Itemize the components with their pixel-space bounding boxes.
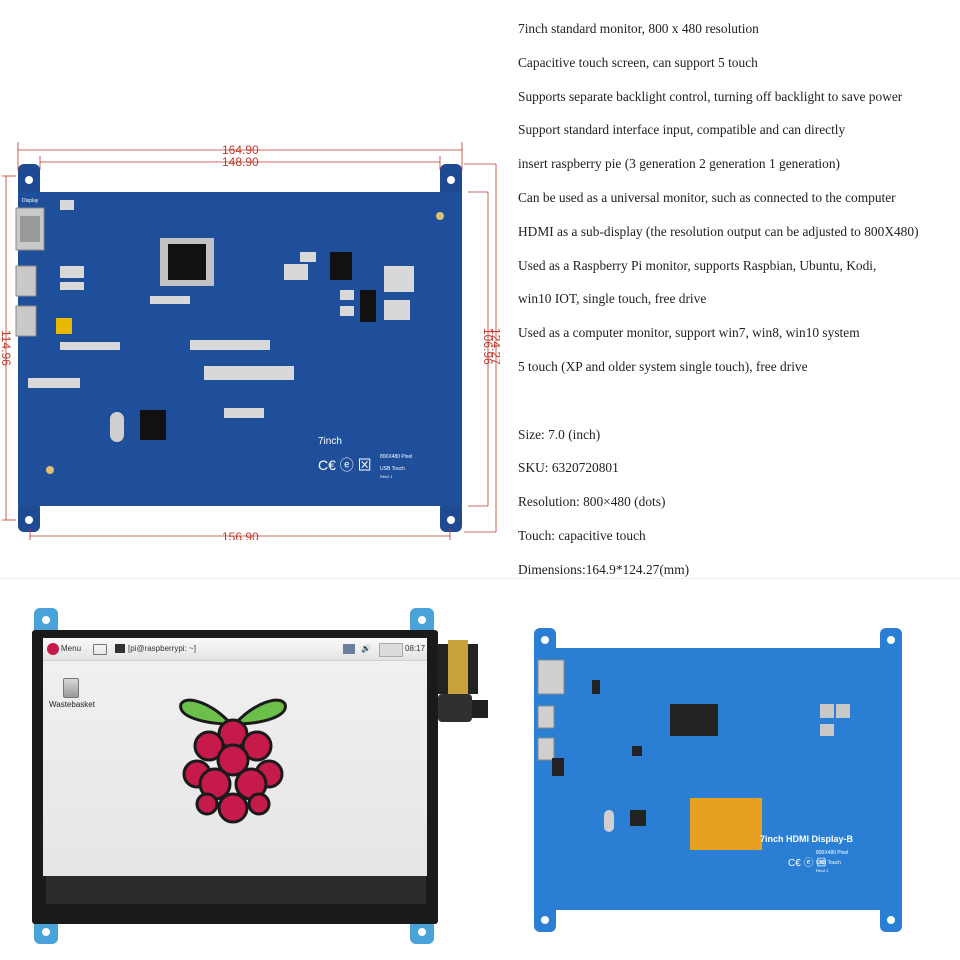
spec-detail: Size: 7.0 (inch) bbox=[518, 426, 601, 442]
board2-title: 7inch HDMI Display-B bbox=[760, 834, 854, 844]
board2-pixel-label: 800X480 Pixel bbox=[816, 850, 848, 856]
taskbar: Menu [pi@raspberrypi: ~] 🔊 08:17 bbox=[43, 638, 427, 661]
terminal-task[interactable]: [pi@raspberrypi: ~] bbox=[128, 644, 196, 653]
dim-bottom: 156.90 bbox=[222, 530, 259, 540]
volume-icon[interactable]: 🔊 bbox=[361, 644, 371, 653]
dim-top-outer: 164.90 bbox=[222, 143, 259, 157]
keyboard-icon[interactable] bbox=[93, 644, 107, 655]
wastebasket-icon[interactable] bbox=[63, 678, 79, 698]
dim-right-outer: 124.27 bbox=[489, 328, 500, 365]
spec-feature: insert raspberry pie (3 generation 2 gen… bbox=[518, 156, 840, 172]
mounting-holes bbox=[25, 176, 455, 524]
spec-detail: SKU: 6320720801 bbox=[518, 460, 619, 476]
spec-feature: Capacitive touch screen, can support 5 t… bbox=[518, 54, 758, 70]
screw-hole bbox=[436, 212, 444, 220]
dim-right-inner: 106.96 bbox=[481, 328, 495, 365]
monitor-glass-bottom bbox=[46, 876, 426, 904]
dimension-lines bbox=[2, 142, 497, 540]
board2-ce-mark: C€ ⓔ ⊠ bbox=[788, 857, 826, 869]
terminal-icon bbox=[115, 644, 125, 653]
board2-usb-label: USB Touch bbox=[816, 860, 841, 866]
raspberry-pi-logo bbox=[179, 698, 287, 824]
spec-feature: HDMI as a sub-display (the resolution ou… bbox=[518, 223, 919, 239]
pcb2 bbox=[534, 648, 902, 910]
spacer bbox=[518, 384, 958, 418]
board-top-view: Display 7inch C€ ⓔ ⊠ 800X480 Pixel USB T… bbox=[0, 142, 500, 540]
dimension-labels: 164.90 148.90 156.90 114.96 106.96 124.2… bbox=[0, 143, 500, 540]
spec-feature: win10 IOT, single touch, free drive bbox=[518, 291, 707, 307]
spec-detail: Dimensions:164.9*124.27(mm) bbox=[518, 561, 690, 577]
spec-detail: Resolution: 800×480 (dots) bbox=[518, 494, 666, 510]
board-usb-label: USB Touch bbox=[380, 466, 405, 472]
board-rev-label: Rev2.1 bbox=[380, 474, 393, 479]
dim-left: 114.96 bbox=[0, 330, 13, 366]
section-divider bbox=[0, 578, 960, 579]
board2-components bbox=[592, 680, 850, 850]
spec-feature: Can be used as a universal monitor, such… bbox=[518, 189, 896, 205]
spec-feature: Used as a computer monitor, support win7… bbox=[518, 325, 860, 341]
network-icon[interactable] bbox=[343, 644, 355, 654]
spec-feature: 7inch standard monitor, 800 x 480 resolu… bbox=[518, 21, 759, 36]
clock: 08:17 bbox=[405, 644, 426, 653]
raspberry-menu-icon[interactable] bbox=[47, 643, 59, 655]
spec-detail: Touch: capacitive touch bbox=[518, 527, 646, 543]
board-pixel-label: 800X480 Pixel bbox=[380, 454, 412, 460]
spec-feature: Support standard interface input, compat… bbox=[518, 122, 846, 138]
spec-list: 7inch standard monitor, 800 x 480 resolu… bbox=[518, 12, 958, 587]
display-port-label: Display bbox=[22, 198, 39, 204]
board-model-label: 7inch bbox=[318, 436, 342, 447]
desktop-screen: Menu [pi@raspberrypi: ~] 🔊 08:17 Wasteba… bbox=[43, 638, 427, 876]
spec-feature: Used as a Raspberry Pi monitor, supports… bbox=[518, 257, 877, 273]
spec-feature: 5 touch (XP and older system single touc… bbox=[518, 358, 808, 374]
cpu-monitor bbox=[379, 643, 403, 657]
dim-top-inner: 148.90 bbox=[222, 155, 259, 169]
ce-mark: C€ ⓔ ⊠ bbox=[318, 457, 372, 473]
ports bbox=[15, 207, 45, 337]
board-back-view: 7inch HDMI Display-B 800X480 Pixel USB T… bbox=[534, 628, 902, 932]
menu-button[interactable]: Menu bbox=[61, 644, 82, 653]
components bbox=[28, 200, 414, 442]
main-chip bbox=[160, 238, 214, 286]
board2-ports bbox=[537, 659, 565, 776]
spec-feature: Supports separate backlight control, tur… bbox=[518, 88, 903, 104]
wastebasket-label: Wastebasket bbox=[49, 700, 95, 709]
screw-hole bbox=[46, 466, 54, 474]
hdmi-cable bbox=[438, 640, 488, 722]
board2-rev-label: Rev2.1 bbox=[816, 868, 829, 873]
